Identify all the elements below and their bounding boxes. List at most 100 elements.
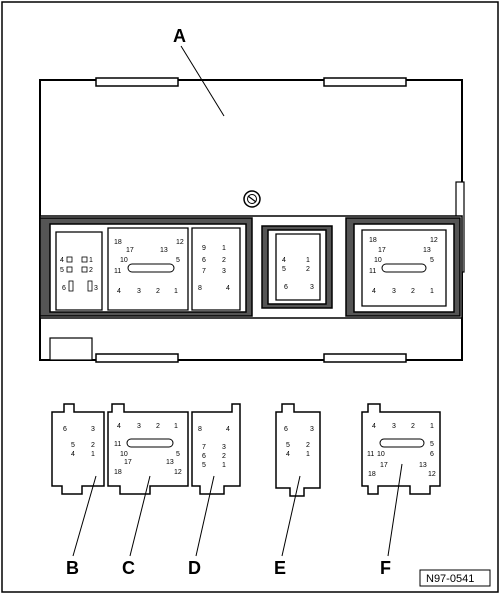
pin-label: 2 — [156, 423, 160, 430]
leader-line-f — [387, 463, 403, 557]
pin-label: 6 — [62, 285, 66, 292]
pin-label: 5 — [286, 442, 290, 449]
pin-label: 12 — [176, 239, 184, 246]
pin-label: 4 — [60, 257, 64, 264]
pin-label: 12 — [428, 471, 436, 478]
pin-label: 5 — [430, 257, 434, 264]
pin-label: 13 — [419, 462, 427, 469]
pin-label: 6 — [63, 426, 67, 433]
pin-label: 11 — [114, 268, 121, 275]
pin-label: 6 — [202, 453, 206, 460]
label-a: A — [173, 26, 186, 46]
pin-label: 3 — [137, 423, 141, 430]
reference-number: N97-0541 — [426, 573, 474, 585]
leader-line-a — [180, 45, 225, 117]
pin-label: 8 — [198, 285, 202, 292]
pin-label: 12 — [174, 469, 182, 476]
pin-label: 17 — [124, 459, 132, 466]
pin-label: 13 — [160, 247, 168, 254]
pin-label: 13 — [166, 459, 174, 466]
pin-label: 4 — [117, 423, 121, 430]
pin-label: 13 — [423, 247, 431, 254]
pin-label: 5 — [282, 266, 286, 273]
pin-label: 4 — [226, 426, 230, 433]
pin-label: 5 — [430, 441, 434, 448]
pin-label: 5 — [202, 462, 206, 469]
pin-label: 3 — [392, 423, 396, 430]
pin-label: 8 — [198, 426, 202, 433]
pin-label: 17 — [380, 462, 388, 469]
pin-label: 17 — [378, 247, 386, 254]
plug-bcd: 6 3 5 2 4 1 4 3 2 1 11 10 5 17 13 18 12 … — [51, 403, 241, 495]
pin-label: 4 — [226, 285, 230, 292]
plug-e: 6 3 5 2 4 1 — [275, 403, 321, 497]
pin-label: 18 — [114, 239, 122, 246]
housing-plug-b: 4 1 5 2 6 3 — [55, 231, 103, 311]
pin-label: 1 — [174, 288, 178, 295]
pin-label: 3 — [222, 268, 226, 275]
housing-plug-e: 4 1 5 2 6 3 — [275, 233, 321, 301]
pin-label: 2 — [411, 423, 415, 430]
pin-label: 6 — [284, 284, 288, 291]
pin-label: 2 — [411, 288, 415, 295]
pin-label: 1 — [306, 451, 310, 458]
label-e: E — [274, 558, 286, 578]
pin-label: 11 — [367, 451, 374, 458]
pin-label: 4 — [117, 288, 121, 295]
pin-label: 3 — [91, 426, 95, 433]
label-c: C — [122, 558, 135, 578]
pin-label: 1 — [430, 288, 434, 295]
pin-label: 6 — [202, 257, 206, 264]
pin-label: 1 — [222, 245, 226, 252]
pin-label: 4 — [372, 288, 376, 295]
pin-label: 6 — [284, 426, 288, 433]
pin-label: 1 — [306, 257, 310, 264]
pin-label: 5 — [71, 442, 75, 449]
pin-label: 3 — [94, 285, 98, 292]
plug-f: 4 3 2 1 5 11 10 6 17 13 18 12 — [361, 403, 441, 495]
leader-line-b — [72, 475, 97, 557]
leader-line-c — [129, 475, 151, 557]
pin-label: 2 — [306, 266, 310, 273]
pin-label: 4 — [286, 451, 290, 458]
pin-label: 2 — [306, 442, 310, 449]
pin-label: 2 — [222, 257, 226, 264]
pin-label: 1 — [222, 462, 226, 469]
pin-label: 1 — [91, 451, 95, 458]
pin-label: 9 — [202, 245, 206, 252]
pin-label: 2 — [156, 288, 160, 295]
pin-label: 10 — [377, 451, 385, 458]
pin-label: 2 — [91, 442, 95, 449]
leader-line-d — [195, 475, 215, 557]
control-unit-housing: 4 1 5 2 6 3 18 12 17 13 10 5 11 4 3 2 — [39, 77, 465, 363]
pin-label: 1 — [430, 423, 434, 430]
pin-label: 10 — [374, 257, 382, 264]
pin-label: 11 — [114, 441, 121, 448]
pin-label: 2 — [222, 453, 226, 460]
pin-label: 18 — [114, 469, 122, 476]
pin-label: 5 — [60, 267, 64, 274]
pin-label: 7 — [202, 268, 206, 275]
pin-label: 4 — [372, 423, 376, 430]
pin-label: 5 — [176, 451, 180, 458]
housing-plug-c: 18 12 17 13 10 5 11 4 3 2 1 — [107, 227, 189, 311]
pin-label: 1 — [89, 257, 93, 264]
pin-label: 10 — [120, 451, 128, 458]
pin-label: 4 — [71, 451, 75, 458]
housing-plug-f: 18 12 17 13 10 5 11 4 3 2 1 — [361, 229, 447, 307]
pin-label: 18 — [369, 237, 377, 244]
leader-line-e — [281, 475, 301, 557]
pin-label: 12 — [430, 237, 438, 244]
pin-label: 6 — [430, 451, 434, 458]
label-d: D — [188, 558, 201, 578]
housing-plug-d: 9 1 6 2 7 3 8 4 — [191, 227, 241, 311]
label-b: B — [66, 558, 79, 578]
pin-label: 10 — [120, 257, 128, 264]
pin-label: 5 — [176, 257, 180, 264]
pin-label: 18 — [368, 471, 376, 478]
pin-label: 17 — [126, 247, 134, 254]
pin-label: 2 — [89, 267, 93, 274]
pin-label: 4 — [282, 257, 286, 264]
pin-label: 7 — [202, 444, 206, 451]
